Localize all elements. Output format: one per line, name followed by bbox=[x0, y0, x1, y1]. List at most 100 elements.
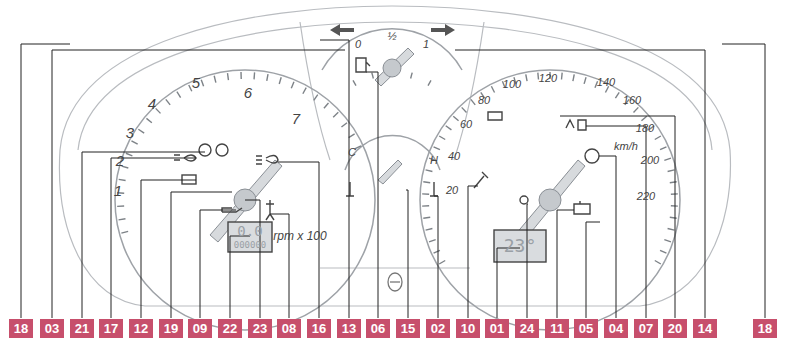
needle-hub bbox=[383, 59, 401, 77]
dial-tick bbox=[253, 72, 255, 79]
odometer-display: 000000 bbox=[234, 241, 267, 250]
dial-tick bbox=[189, 85, 192, 91]
dial-tick bbox=[428, 80, 431, 85]
speed-scale-number: 140 bbox=[597, 77, 615, 88]
dial-tick bbox=[422, 205, 429, 207]
dial-tick bbox=[668, 229, 675, 231]
callout-number: 19 bbox=[159, 319, 183, 338]
dial-tick bbox=[655, 261, 661, 265]
dial-tick bbox=[660, 147, 666, 150]
dial-tick bbox=[671, 193, 678, 195]
tachometer-scale-number: 6 bbox=[244, 85, 252, 100]
dial-tick bbox=[670, 181, 677, 183]
dial-tick bbox=[660, 250, 666, 253]
dial-tick bbox=[439, 261, 445, 265]
dial-tick bbox=[227, 73, 229, 80]
tachometer-scale-number: 5 bbox=[192, 75, 200, 90]
dial-tick bbox=[423, 181, 430, 183]
dial-tick bbox=[303, 88, 306, 94]
speed-scale-number: 180 bbox=[636, 123, 654, 134]
speed-unit: km/h bbox=[614, 141, 638, 152]
door-open-icon bbox=[488, 112, 502, 120]
callout-number: 12 bbox=[129, 319, 153, 338]
key-icon bbox=[388, 273, 402, 291]
fuel-pump-icon bbox=[356, 58, 370, 72]
leader-line bbox=[320, 40, 349, 318]
dial-tick bbox=[633, 107, 638, 112]
temperature-needle bbox=[378, 160, 402, 184]
dial-tick bbox=[426, 170, 433, 172]
leader-line bbox=[527, 204, 528, 318]
callout-number: 15 bbox=[396, 319, 420, 338]
callout-number: 11 bbox=[545, 319, 569, 338]
leader-line bbox=[21, 44, 70, 318]
dial-tick bbox=[615, 92, 619, 98]
dial-tick bbox=[146, 118, 151, 122]
dial-tick bbox=[422, 193, 429, 195]
speedometer-dial bbox=[420, 70, 680, 330]
callout-number: 23 bbox=[248, 319, 272, 338]
fuel-scale-mark: 0 bbox=[355, 39, 361, 50]
callout-number: 08 bbox=[277, 319, 301, 338]
left-turn-arrow bbox=[330, 24, 354, 36]
callout-number: 03 bbox=[40, 319, 64, 338]
dial-tick bbox=[121, 231, 128, 233]
callout-number: 14 bbox=[693, 319, 717, 338]
leader-line bbox=[557, 210, 574, 318]
abs-warning-icon bbox=[199, 144, 211, 156]
leader-line bbox=[52, 50, 345, 318]
dial-tick bbox=[291, 82, 294, 88]
panel-edge bbox=[320, 267, 470, 268]
warning-icon bbox=[585, 149, 599, 163]
right-lcd bbox=[494, 230, 546, 262]
dial-tick bbox=[423, 217, 430, 219]
dial-tick bbox=[372, 73, 374, 79]
callout-number: 20 bbox=[663, 319, 687, 338]
dial-tick bbox=[240, 72, 242, 79]
callout-number: 10 bbox=[456, 319, 480, 338]
fuel-scale-mark: 1 bbox=[423, 39, 429, 50]
speed-scale-number: 120 bbox=[539, 73, 557, 84]
leader-line bbox=[599, 156, 616, 318]
dial-tick bbox=[131, 141, 137, 144]
dial-tick bbox=[201, 80, 203, 87]
high-beam-icon bbox=[256, 155, 278, 164]
dial-tick bbox=[664, 158, 671, 160]
leader-line bbox=[455, 50, 705, 318]
dial-tick bbox=[434, 250, 440, 253]
dial-tick bbox=[349, 134, 355, 138]
callout-number: 18 bbox=[9, 319, 33, 338]
speed-scale-number: 80 bbox=[478, 95, 490, 106]
dial-tick bbox=[573, 74, 574, 81]
leader-line bbox=[722, 44, 765, 318]
dial-tick bbox=[668, 170, 675, 172]
dial-tick bbox=[426, 229, 433, 231]
dial-tick bbox=[671, 205, 678, 207]
dial-tick bbox=[341, 123, 347, 127]
speed-scale-number: 160 bbox=[623, 95, 641, 106]
callout-number: 07 bbox=[634, 319, 658, 338]
dial-tick bbox=[453, 116, 458, 121]
dial-tick bbox=[279, 77, 281, 84]
callout-number: 17 bbox=[99, 319, 123, 338]
speed-scale-number: 200 bbox=[641, 155, 659, 166]
callout-number: 13 bbox=[337, 319, 361, 338]
callout-number: 04 bbox=[604, 319, 628, 338]
dial-tick bbox=[353, 80, 356, 85]
dial-tick bbox=[446, 126, 452, 130]
leader-line bbox=[586, 126, 646, 318]
leader-line bbox=[200, 210, 236, 318]
callout-number: 24 bbox=[515, 319, 539, 338]
leader-line bbox=[111, 158, 196, 318]
fuel-reserve-icon bbox=[566, 120, 586, 130]
dial-tick bbox=[314, 95, 318, 101]
callout-number: 06 bbox=[366, 319, 390, 338]
callout-number: 05 bbox=[574, 319, 598, 338]
dial-tick bbox=[119, 179, 126, 180]
dial-tick bbox=[177, 92, 181, 98]
coolant-icon bbox=[430, 182, 438, 196]
callout-number: 09 bbox=[188, 319, 212, 338]
fuel-needle bbox=[375, 48, 414, 86]
speed-scale-number: 100 bbox=[503, 79, 521, 90]
